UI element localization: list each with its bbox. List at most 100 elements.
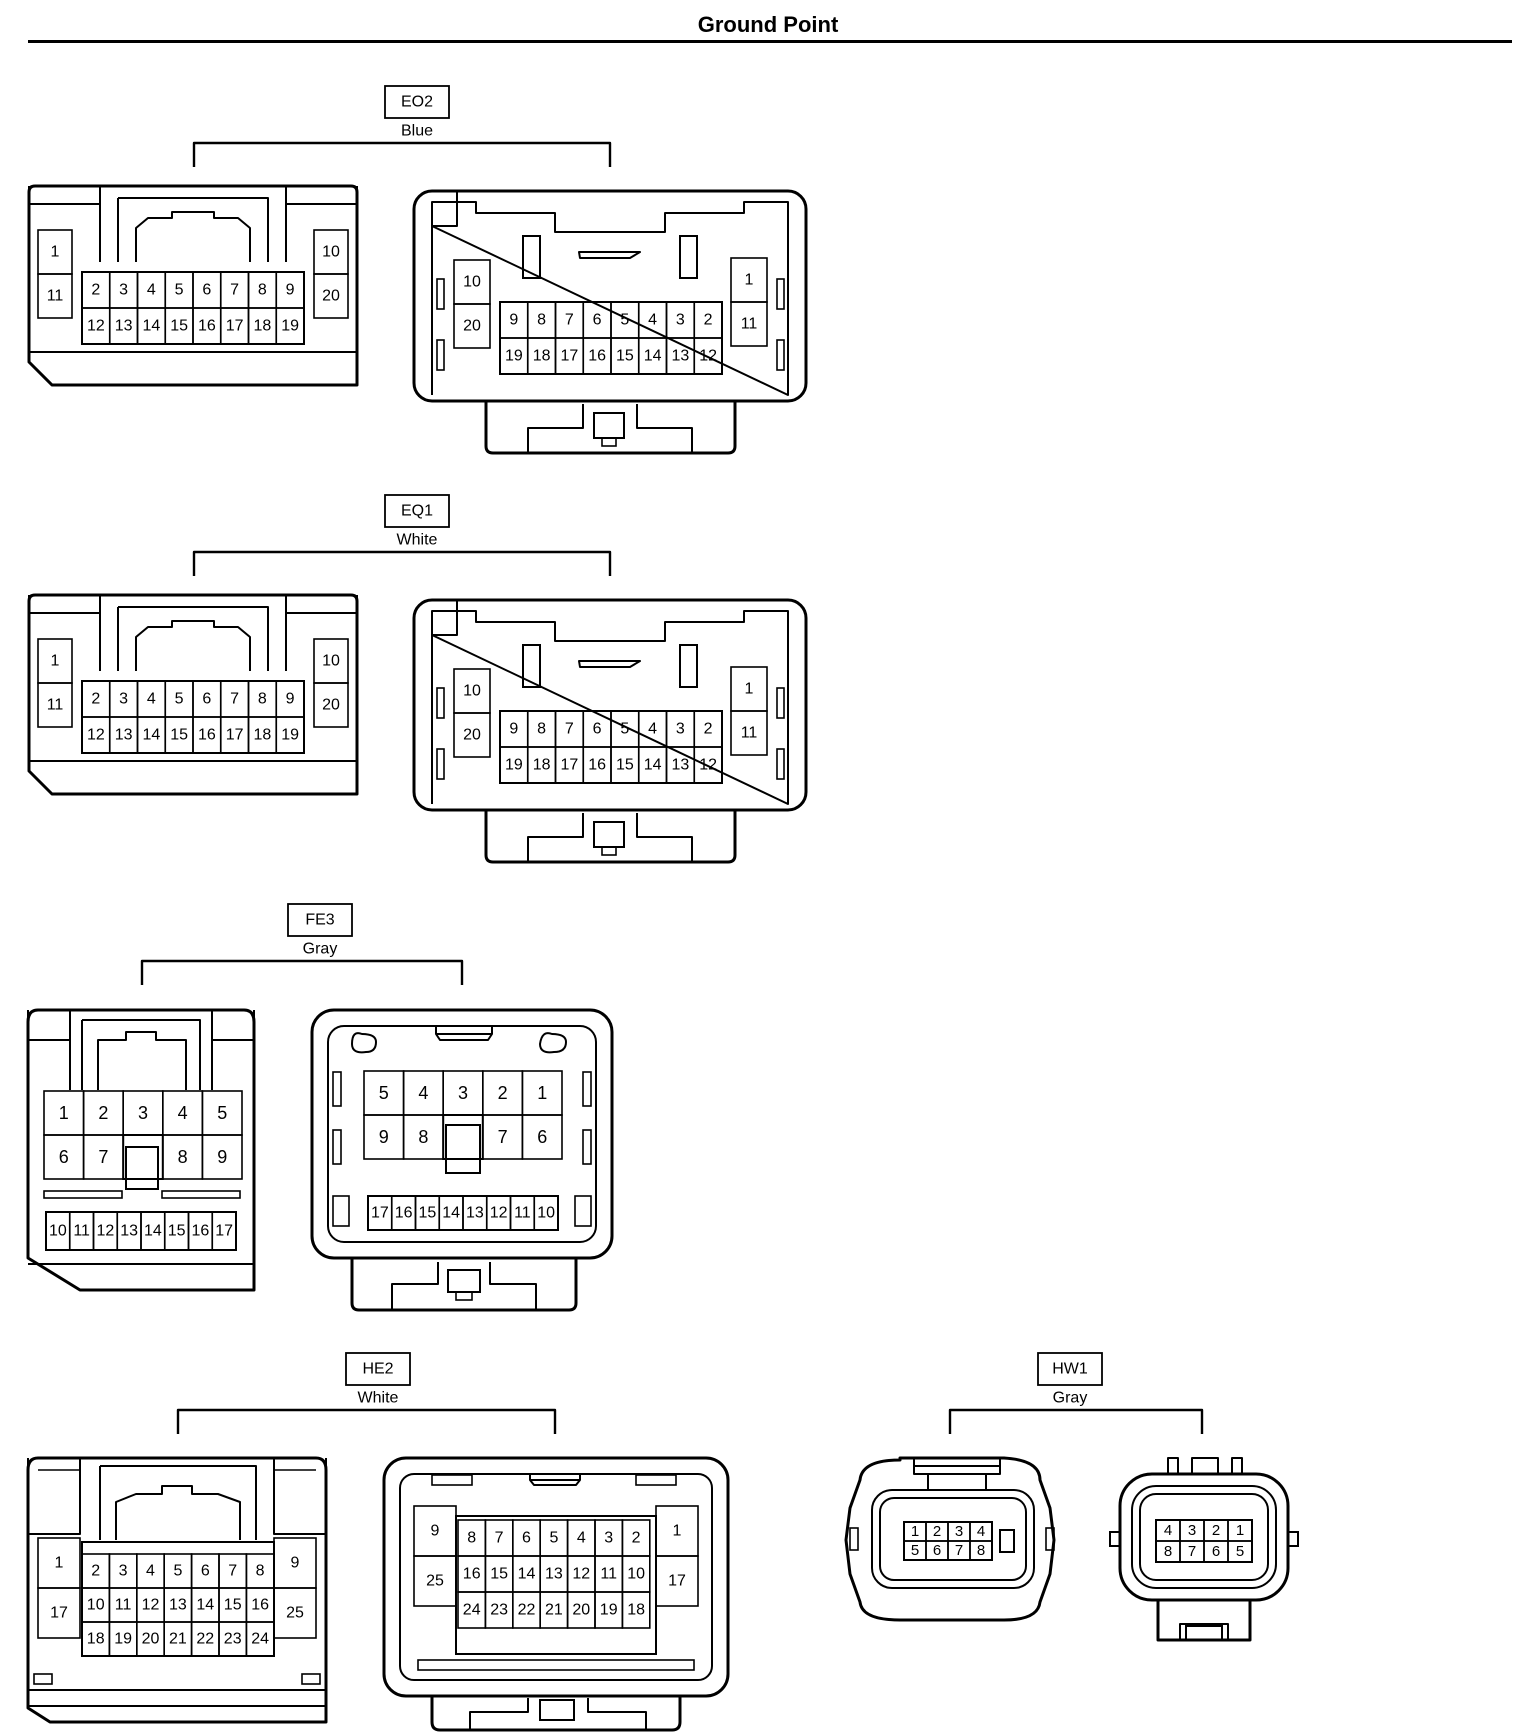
pin-cell <box>1227 1540 1253 1563</box>
pin-number: 1 <box>1236 1522 1244 1539</box>
lock-button <box>455 1291 473 1301</box>
pin-number: 8 <box>258 691 267 708</box>
key <box>578 251 641 259</box>
connector-color-label: White <box>358 1390 399 1407</box>
bracket <box>192 141 612 167</box>
pin-number: 4 <box>1164 1522 1172 1539</box>
bracket <box>192 550 612 576</box>
outline <box>69 1040 213 1090</box>
inner-outline <box>327 1025 597 1243</box>
rib <box>776 687 785 719</box>
connector-code-box <box>384 85 450 119</box>
pin-number: 12 <box>96 1223 114 1240</box>
pin-number: 11 <box>741 725 758 742</box>
pin-number: 6 <box>593 721 602 738</box>
pin-number: 4 <box>418 1083 428 1103</box>
bracket <box>140 959 464 985</box>
pin-number: 3 <box>119 1563 128 1580</box>
pin-number: 5 <box>620 312 629 329</box>
rib <box>582 1071 592 1107</box>
rib <box>436 339 445 371</box>
pin-number: 4 <box>648 312 657 329</box>
lock-tab <box>350 1258 578 1312</box>
pin-number: 17 <box>371 1205 389 1222</box>
pin-number: 10 <box>463 274 481 291</box>
pin-number: 7 <box>565 721 574 738</box>
pin-cell <box>37 273 73 319</box>
connector-color-label: Gray <box>303 941 338 958</box>
pin-cell <box>313 682 349 728</box>
latch-inner <box>135 620 251 671</box>
key-slot <box>125 1146 159 1190</box>
pin-number: 5 <box>175 691 184 708</box>
latch <box>99 1465 257 1540</box>
pin-number: 12 <box>87 727 105 744</box>
pin-number: 24 <box>251 1631 269 1648</box>
pin-number: 15 <box>170 727 188 744</box>
pin-number: 17 <box>215 1223 233 1240</box>
rib <box>776 278 785 310</box>
pin-number: 4 <box>147 282 156 299</box>
pin-number: 2 <box>704 312 713 329</box>
outline <box>28 186 101 205</box>
pin-number: 3 <box>676 721 685 738</box>
pin-number: 7 <box>98 1147 108 1167</box>
rib <box>776 339 785 371</box>
pin-number: 17 <box>50 1605 68 1622</box>
pin-number: 14 <box>518 1566 536 1583</box>
pin-cell <box>245 1621 275 1657</box>
pin-number: 1 <box>911 1523 919 1540</box>
pin-number: 1 <box>51 653 60 670</box>
pin-number: 15 <box>224 1597 242 1614</box>
outline <box>527 813 693 862</box>
mount-hole <box>539 1032 567 1054</box>
pin-number: 16 <box>198 318 216 335</box>
pin-number: 13 <box>545 1566 563 1583</box>
connector-code: EQ1 <box>401 503 433 520</box>
pin-cell <box>730 301 768 347</box>
pin-number: 18 <box>87 1631 105 1648</box>
bracket <box>948 1408 1204 1434</box>
lock-button <box>601 846 617 856</box>
rib <box>679 235 698 279</box>
pin-number: 15 <box>168 1223 186 1240</box>
pin-number: 19 <box>281 318 299 335</box>
pin-number: 1 <box>51 244 60 261</box>
rib <box>635 1474 677 1486</box>
pin-number: 7 <box>495 1530 504 1547</box>
rib <box>1045 1527 1055 1551</box>
pin-number: 15 <box>170 318 188 335</box>
pin-number: 14 <box>144 1223 162 1240</box>
pin-number: 15 <box>616 757 634 774</box>
pin-number: 1 <box>673 1523 682 1540</box>
pin-number: 16 <box>463 1566 481 1583</box>
rib <box>849 1527 859 1551</box>
pin-number: 1 <box>55 1555 64 1572</box>
connector-color-label: Blue <box>401 123 433 140</box>
pin-cell <box>533 1195 559 1231</box>
pin-number: 6 <box>202 282 211 299</box>
pin-number: 13 <box>169 1597 187 1614</box>
pin-number: 6 <box>522 1530 531 1547</box>
pin-number: 14 <box>196 1597 214 1614</box>
rib <box>522 644 541 688</box>
pin-number: 12 <box>699 757 717 774</box>
rib <box>161 1190 241 1199</box>
pin-number: 6 <box>201 1563 210 1580</box>
pin-number: 7 <box>565 312 574 329</box>
pin-number: 10 <box>322 653 340 670</box>
connector-code-box <box>384 494 450 528</box>
pin-number: 3 <box>138 1103 148 1123</box>
pin-number: 5 <box>173 1563 182 1580</box>
pin-number: 8 <box>418 1127 428 1147</box>
latch <box>1167 1457 1243 1474</box>
pin-number: 18 <box>533 757 551 774</box>
inner-outline <box>399 1473 713 1681</box>
pin-number: 3 <box>119 282 128 299</box>
